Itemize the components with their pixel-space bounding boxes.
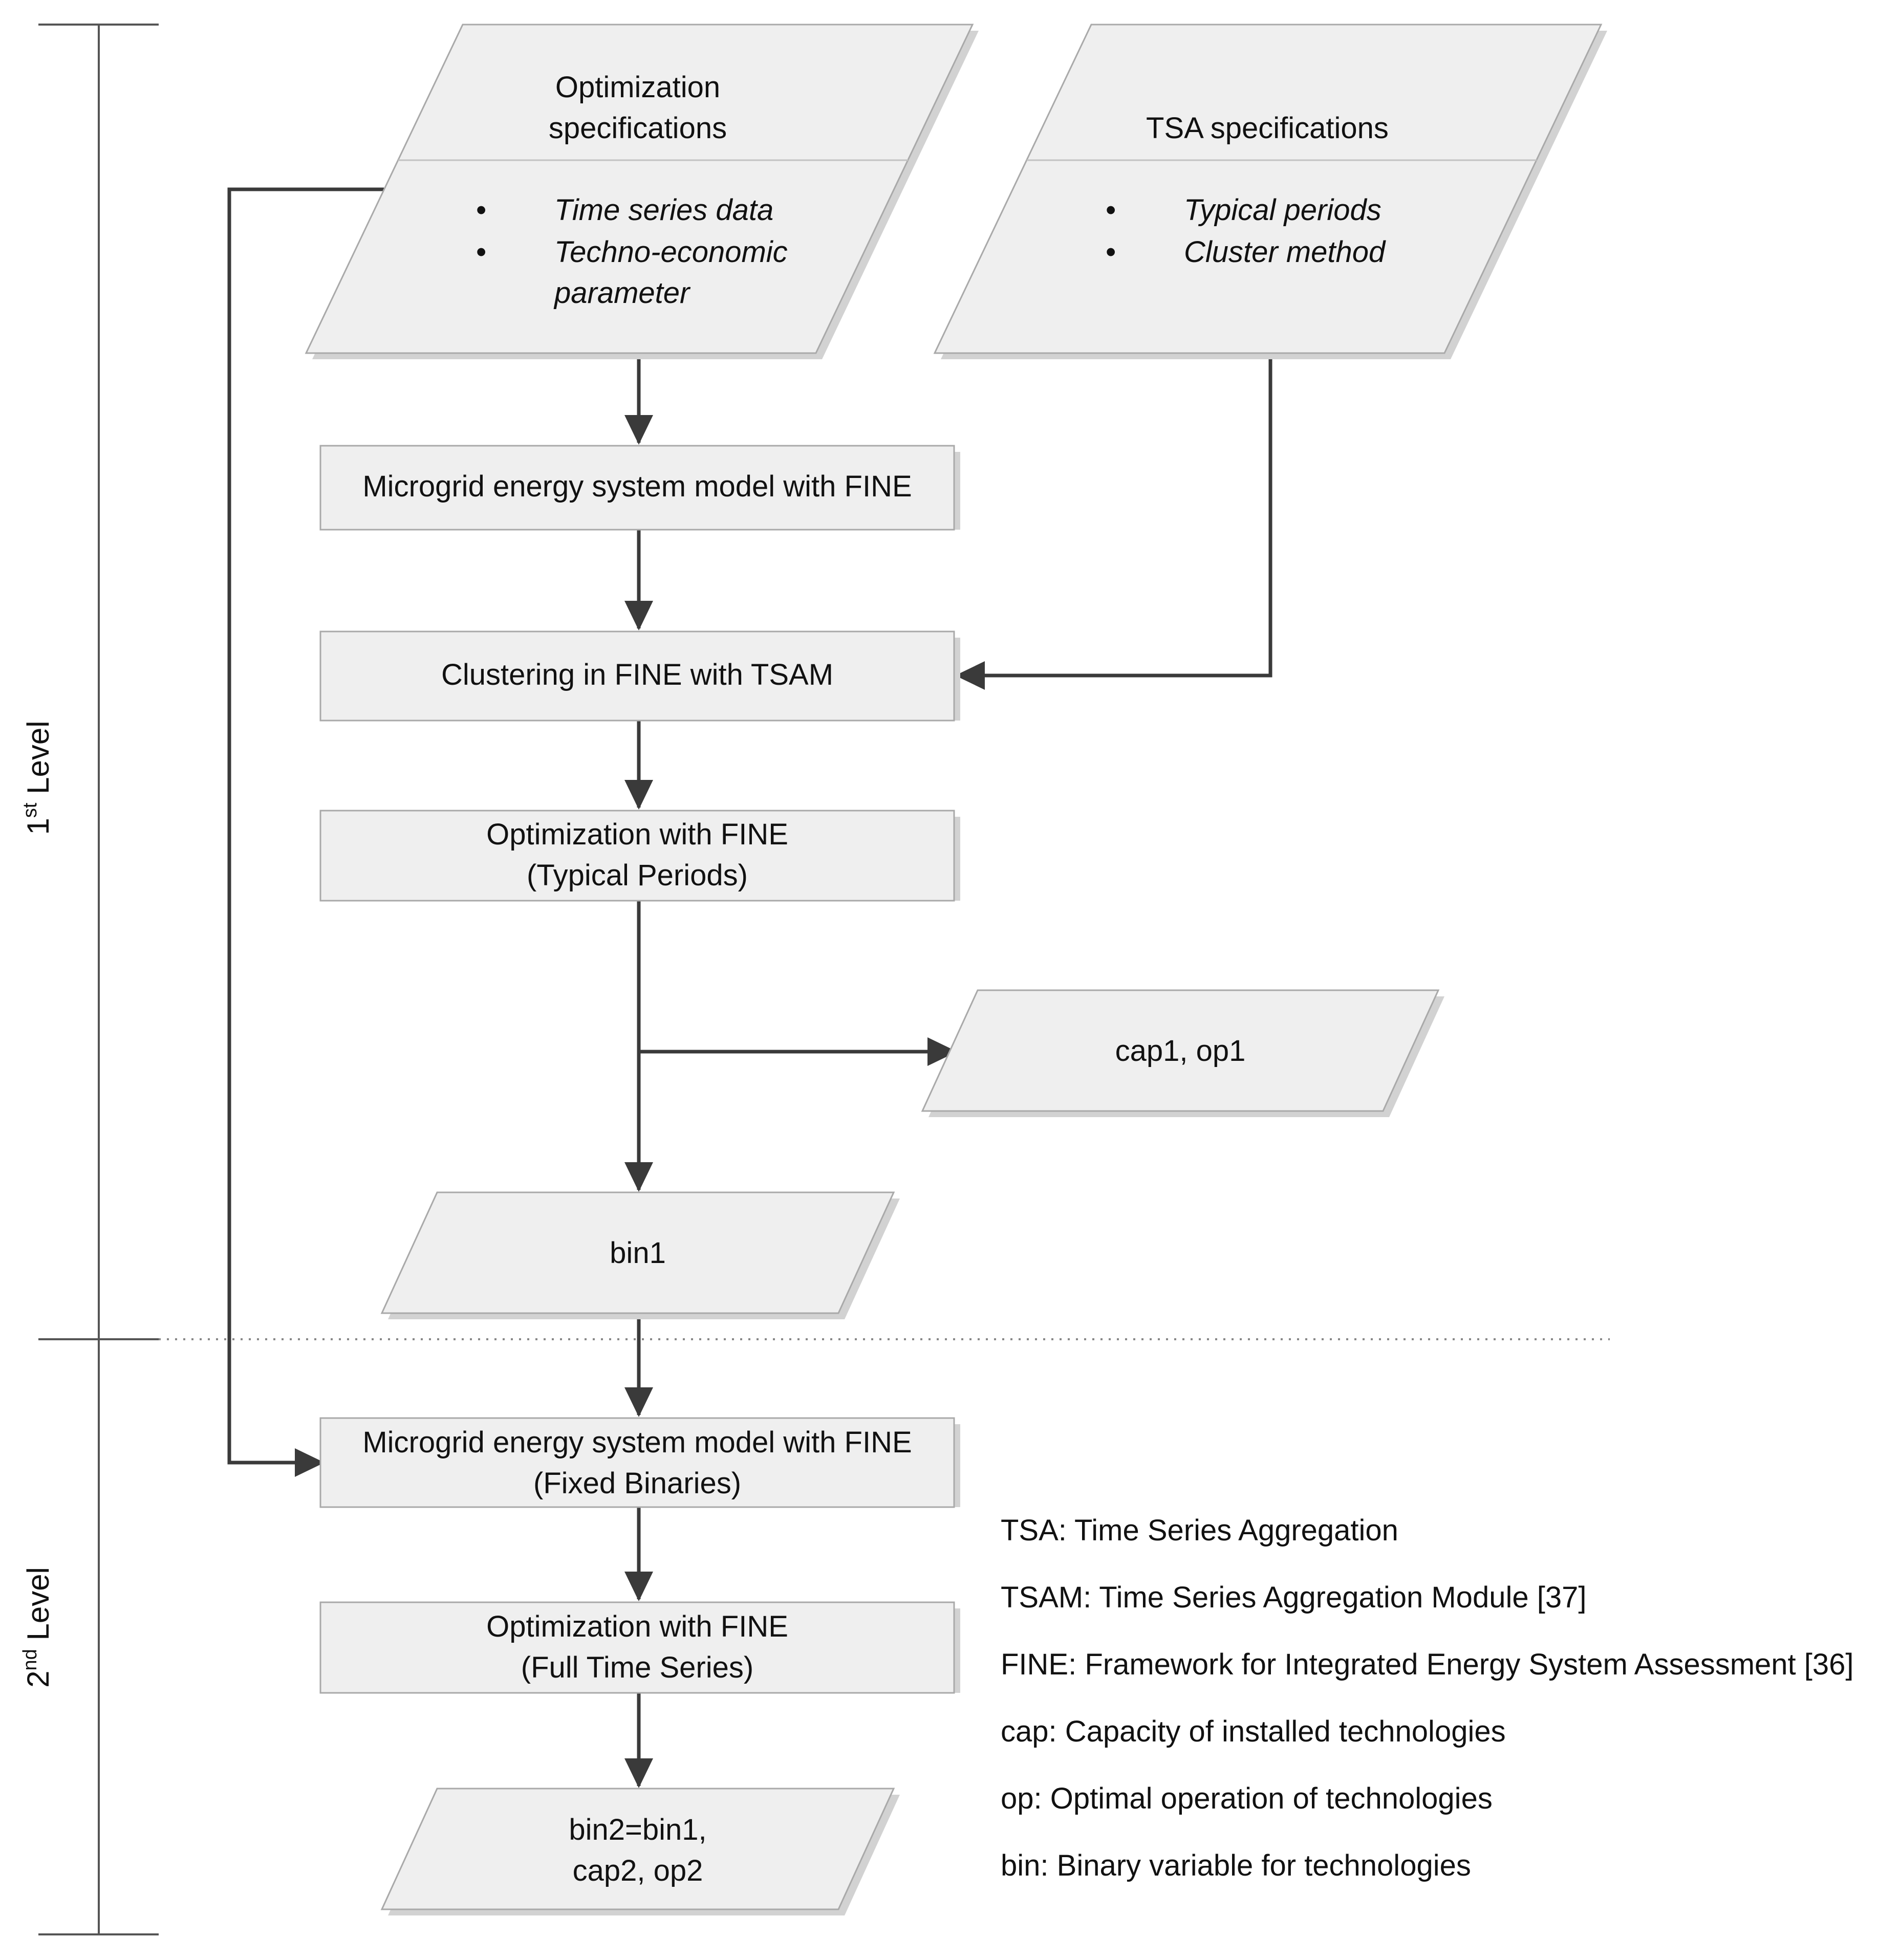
optspec-title-line-1: Optimization	[555, 71, 720, 104]
legend: TSA: Time Series Aggregation TSAM: Time …	[1001, 1514, 1854, 1882]
tsaspec-item-typical-periods: Typical periods	[1184, 193, 1381, 227]
result2-line-1: bin2=bin1,	[569, 1813, 706, 1846]
legend-item-fine: FINE: Framework for Integrated Energy Sy…	[1001, 1648, 1854, 1681]
node-bin1: bin1	[380, 1191, 900, 1319]
optspec-bullet-1: •	[476, 193, 486, 227]
tsaspec-title: TSA specifications	[1146, 112, 1389, 145]
level-axis	[38, 24, 1610, 1935]
edges	[227, 187, 1272, 1788]
node-cap1-op1: cap1, op1	[921, 989, 1444, 1117]
legend-item-bin: bin: Binary variable for technologies	[1001, 1849, 1471, 1882]
cap1op1-label: cap1, op1	[1115, 1034, 1246, 1068]
level-label-first: 1st Level	[19, 721, 55, 835]
optspec-item-time-series: Time series data	[554, 193, 773, 227]
result2-line-2: cap2, op2	[573, 1854, 703, 1887]
node-clustering: Clustering in FINE with TSAM	[319, 630, 960, 722]
optspec-bullet-2: •	[476, 235, 486, 269]
node-microgrid-model-fixed-binaries: Microgrid energy system model with FINE …	[319, 1417, 960, 1508]
opttypical-line-1: Optimization with FINE	[486, 818, 788, 851]
optspec-title-line-2: specifications	[549, 112, 727, 145]
node-optimization-full-time-series: Optimization with FINE (Full Time Series…	[319, 1601, 960, 1694]
node-optimization-specifications: Optimization specifications • Time serie…	[305, 24, 979, 359]
node-microgrid-model-1: Microgrid energy system model with FINE	[319, 445, 960, 531]
node-result-2: bin2=bin1, cap2, op2	[380, 1788, 900, 1915]
legend-item-cap: cap: Capacity of installed technologies	[1001, 1715, 1506, 1748]
model2-line-2: (Fixed Binaries)	[533, 1467, 741, 1500]
model1-label: Microgrid energy system model with FINE	[362, 470, 912, 503]
bin1-label: bin1	[610, 1236, 666, 1270]
arrow-tsaspec-to-clustering	[955, 353, 1272, 690]
legend-item-tsam: TSAM: Time Series Aggregation Module [37…	[1001, 1581, 1586, 1614]
tsaspec-bullet-1: •	[1106, 193, 1116, 227]
node-tsa-specifications: TSA specifications • Typical periods • C…	[933, 24, 1607, 359]
level-label-second: 2nd Level	[19, 1567, 55, 1688]
node-optimization-typical-periods: Optimization with FINE (Typical Periods)	[319, 810, 960, 902]
legend-item-tsa: TSA: Time Series Aggregation	[1001, 1514, 1398, 1547]
opttypical-line-2: (Typical Periods)	[527, 859, 748, 892]
optspec-item-techno-economic: Techno-economic	[554, 235, 788, 269]
tsaspec-bullet-2: •	[1106, 235, 1116, 269]
optfull-line-1: Optimization with FINE	[486, 1610, 788, 1643]
tsaspec-item-cluster-method: Cluster method	[1184, 235, 1386, 269]
optspec-item-parameter: parameter	[553, 276, 691, 310]
optfull-line-2: (Full Time Series)	[521, 1651, 753, 1684]
clustering-label: Clustering in FINE with TSAM	[441, 658, 833, 691]
arrow-optspec-to-model2	[227, 187, 384, 1477]
model2-line-1: Microgrid energy system model with FINE	[362, 1426, 912, 1459]
legend-item-op: op: Optimal operation of technologies	[1001, 1782, 1493, 1815]
